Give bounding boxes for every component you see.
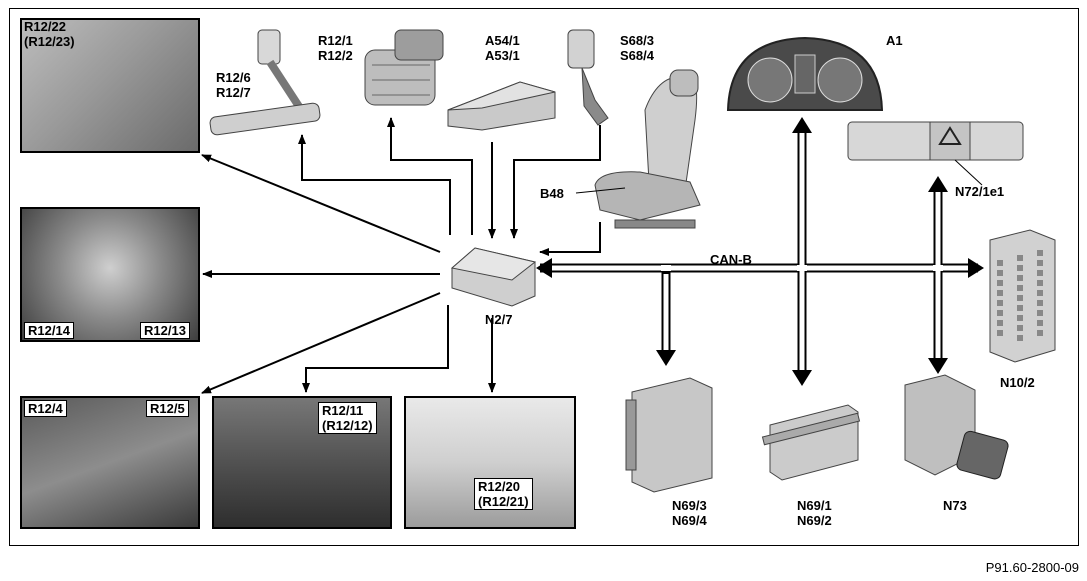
module-a54-1-icon: [447, 81, 556, 131]
label-s68-3: S68/3 S68/4: [620, 33, 654, 63]
fuse-box-n10-2-icon: [989, 229, 1056, 363]
label-n73: N73: [943, 498, 967, 513]
label-r12-11: R12/11 (R12/12): [318, 402, 377, 434]
photo-r12-22: [20, 18, 200, 153]
switch-panel-n72-1e1-icon: [847, 121, 1024, 161]
label-r12-22: R12/22 (R12/23): [24, 19, 75, 49]
label-r12-6: R12/6 R12/7: [216, 70, 251, 100]
module-n69-3-icon: [625, 377, 713, 493]
label-n69-3: N69/3 N69/4: [672, 498, 707, 528]
label-n72-1e1: N72/1e1: [955, 184, 1005, 199]
ignition-switch-n73-icon: [904, 374, 1009, 480]
belt-buckle-s68-3-icon: [567, 29, 609, 126]
photo-steering-wheel: [20, 207, 200, 342]
figure-id: P91.60-2800-09: [985, 560, 1079, 575]
label-can-b: CAN-B: [710, 252, 752, 267]
label-r12-5: R12/5: [146, 400, 189, 417]
label-r12-13: R12/13: [140, 322, 190, 339]
diagram-frame: [9, 8, 1079, 546]
label-r12-4: R12/4: [24, 400, 67, 417]
label-a1: A1: [886, 33, 903, 48]
label-r12-14: R12/14: [24, 322, 74, 339]
control-unit-n2-7-icon: [450, 247, 537, 307]
seat-b48-icon: [594, 69, 701, 229]
instrument-cluster-a1-icon: [726, 36, 884, 111]
module-n69-1-icon: [761, 404, 861, 481]
label-b48: B48: [540, 186, 564, 201]
label-a54-1: A54/1 A53/1: [485, 33, 520, 63]
can-b-bus: [536, 117, 984, 386]
label-n10-2: N10/2: [1000, 375, 1035, 390]
label-r12-20: R12/20 (R12/21): [474, 478, 533, 510]
label-r12-1: R12/1 R12/2: [318, 33, 353, 63]
belt-tensioner-r12-6-icon: [209, 29, 321, 136]
label-n2-7: N2/7: [485, 312, 513, 327]
photo-r12-4: [20, 396, 200, 529]
label-n69-1: N69/1 N69/2: [797, 498, 832, 528]
seat-belt-motor-r12-1-icon: [364, 29, 444, 106]
